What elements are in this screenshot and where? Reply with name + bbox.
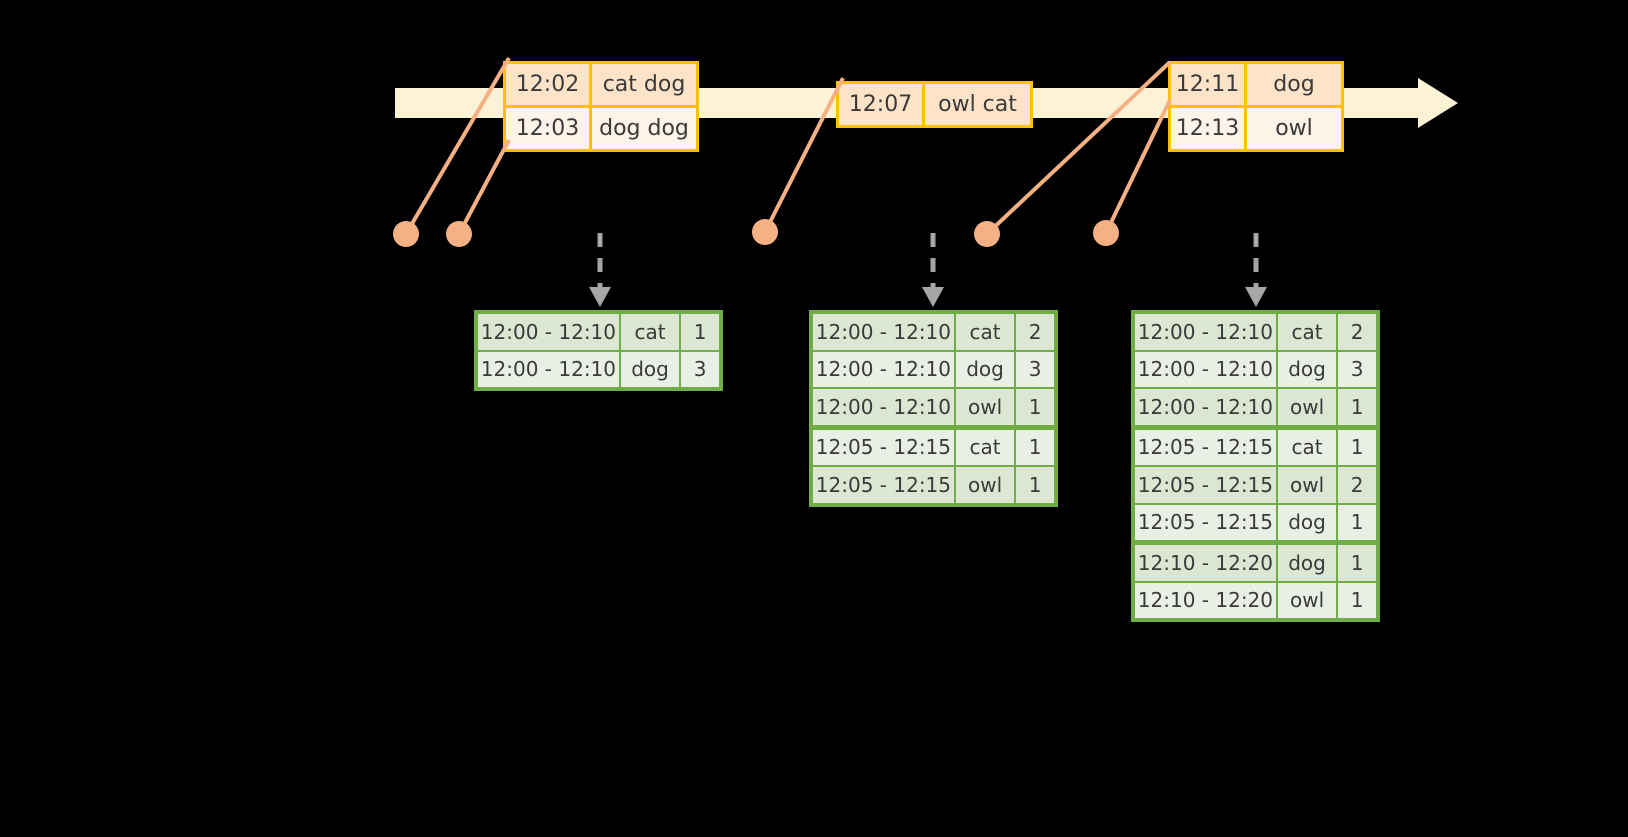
window-cell: 12:05 - 12:15: [1135, 429, 1276, 465]
event-words: dog: [1244, 64, 1341, 105]
connector-line: [457, 139, 511, 235]
window-cell: 12:05 - 12:15: [813, 467, 954, 503]
word-cell: owl: [955, 467, 1015, 503]
word-cell: owl: [955, 389, 1015, 425]
event-words: cat dog: [589, 64, 696, 105]
count-cell: 1: [1016, 467, 1054, 503]
connector-line: [404, 56, 511, 236]
count-cell: 2: [1016, 314, 1054, 350]
window-cell: 12:00 - 12:10: [1135, 314, 1276, 350]
event-box-2: 12:07 owl cat: [836, 81, 1033, 128]
event-time: 12:02: [506, 64, 589, 105]
count-cell: 1: [1016, 389, 1054, 425]
event-words: owl: [1244, 108, 1341, 149]
word-cell: owl: [1277, 389, 1337, 425]
word-cell: dog: [1277, 504, 1337, 540]
word-cell: dog: [1277, 545, 1337, 581]
word-cell: cat: [1277, 429, 1337, 465]
window-cell: 12:00 - 12:10: [1135, 389, 1276, 425]
down-arrow-3-head-icon: [1245, 287, 1267, 307]
count-cell: 1: [1016, 429, 1054, 465]
window-cell: 12:05 - 12:15: [1135, 467, 1276, 503]
count-cell: 1: [681, 314, 719, 350]
connector-line: [1104, 99, 1172, 234]
event-dot-icon: [974, 221, 1000, 247]
window-cell: 12:10 - 12:20: [1135, 582, 1276, 618]
word-cell: cat: [620, 314, 680, 350]
timeline-arrowhead-icon: [1418, 78, 1458, 128]
event-row: 12:11 dog: [1171, 64, 1341, 105]
down-arrow-1-head-icon: [589, 287, 611, 307]
down-arrow-2-head-icon: [922, 287, 944, 307]
event-row: 12:03 dog dog: [506, 105, 696, 149]
event-time: 12:03: [506, 108, 589, 149]
window-cell: 12:05 - 12:15: [813, 429, 954, 465]
event-words: dog dog: [589, 108, 696, 149]
word-cell: dog: [620, 351, 680, 387]
count-cell: 1: [1338, 389, 1376, 425]
count-cell: 2: [1338, 314, 1376, 350]
word-cell: cat: [955, 429, 1015, 465]
event-dot-icon: [393, 221, 419, 247]
event-time: 12:07: [839, 84, 922, 125]
window-cell: 12:00 - 12:10: [813, 314, 954, 350]
word-cell: dog: [955, 351, 1015, 387]
count-cell: 3: [1016, 351, 1054, 387]
count-cell: 1: [1338, 504, 1376, 540]
event-dot-icon: [752, 219, 778, 245]
event-row: 12:13 owl: [1171, 105, 1341, 149]
window-cell: 12:00 - 12:10: [478, 314, 619, 350]
event-time: 12:13: [1171, 108, 1244, 149]
count-cell: 2: [1338, 467, 1376, 503]
event-words: owl cat: [922, 84, 1030, 125]
event-dot-icon: [1093, 220, 1119, 246]
event-box-1: 12:02 cat dog 12:03 dog dog: [503, 61, 699, 152]
count-cell: 3: [681, 351, 719, 387]
window-cell: 12:00 - 12:10: [813, 351, 954, 387]
count-cell: 1: [1338, 429, 1376, 465]
event-box-3: 12:11 dog 12:13 owl: [1168, 61, 1344, 152]
count-cell: 3: [1338, 351, 1376, 387]
window-cell: 12:05 - 12:15: [1135, 504, 1276, 540]
word-cell: dog: [1277, 351, 1337, 387]
window-cell: 12:10 - 12:20: [1135, 545, 1276, 581]
count-cell: 1: [1338, 545, 1376, 581]
word-cell: owl: [1277, 582, 1337, 618]
event-row: 12:07 owl cat: [839, 84, 1030, 125]
event-time: 12:11: [1171, 64, 1244, 105]
window-cell: 12:00 - 12:10: [813, 389, 954, 425]
word-cell: cat: [1277, 314, 1337, 350]
word-cell: cat: [955, 314, 1015, 350]
event-row: 12:02 cat dog: [506, 64, 696, 105]
event-dot-icon: [446, 221, 472, 247]
word-cell: owl: [1277, 467, 1337, 503]
count-cell: 1: [1338, 582, 1376, 618]
window-cell: 12:00 - 12:10: [478, 351, 619, 387]
window-cell: 12:00 - 12:10: [1135, 351, 1276, 387]
